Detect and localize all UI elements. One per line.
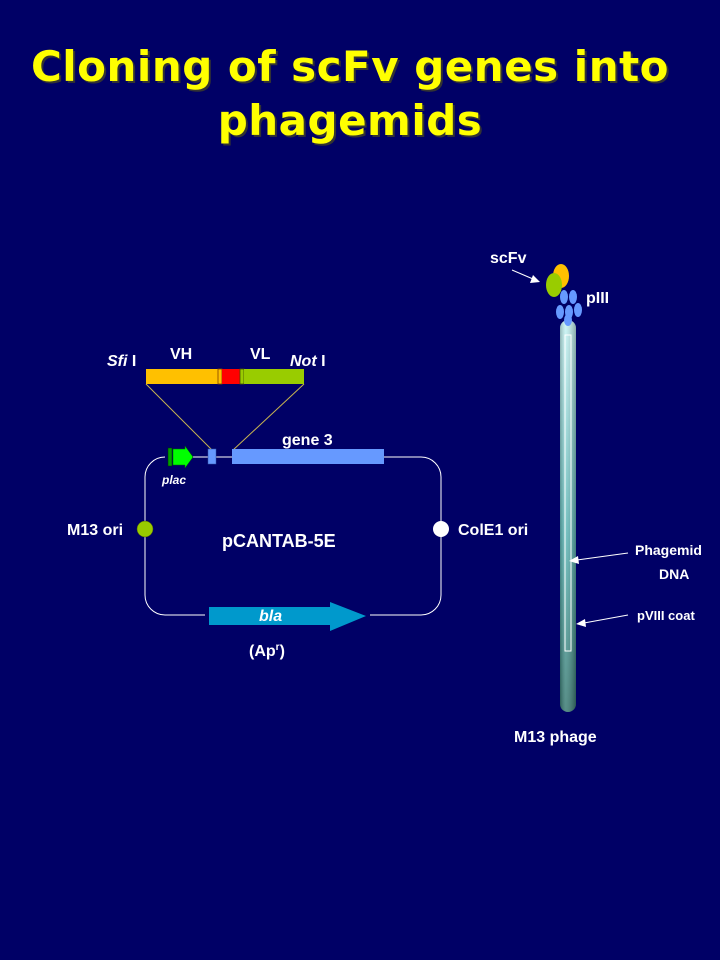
sfi-label: Sfi I [107, 353, 136, 370]
cole1-ori-marker [433, 521, 449, 537]
m13-ori-marker [136, 520, 154, 538]
cole1-ori-label: ColE1 ori [458, 522, 528, 539]
phagemid-label: Phagemid [635, 542, 702, 558]
bla-gene-arrow [209, 602, 366, 631]
scfv-pointer-line [511, 269, 534, 280]
plac-bar [167, 447, 173, 467]
insert-guide-right [231, 383, 305, 452]
gene3-bar [232, 449, 384, 464]
plac-label: plac [161, 473, 186, 487]
vh-label: VH [170, 346, 192, 363]
linker-left-band [217, 368, 223, 385]
piii-protein-6 [564, 314, 572, 326]
m13-phage: scFv pIII Phagemid DNA pVIII coat M13 ph… [490, 250, 702, 746]
piii-protein-3 [556, 305, 564, 319]
phagemid-dna-strand [564, 334, 572, 652]
gene3-label: gene 3 [282, 432, 333, 449]
pviii-pointer-head [576, 619, 586, 627]
bla-label: bla [259, 608, 282, 625]
insert-guide-left [145, 383, 214, 452]
gene3-leader [207, 448, 217, 465]
vl-label: VL [250, 346, 271, 363]
plasmid-map: gene 3 plac M13 ori ColE1 ori pCANTAB-5E… [67, 432, 528, 660]
pviii-pointer-line [583, 614, 629, 624]
page-title: Cloning of scFv genes into phagemids [0, 40, 700, 148]
piii-protein-1 [560, 290, 568, 304]
not-label: Not I [290, 353, 326, 370]
piii-protein-2 [569, 290, 577, 304]
plasmid-name: pCANTAB-5E [222, 531, 336, 551]
piii-label: pIII [586, 290, 609, 307]
linker-right-band [239, 368, 245, 385]
apr-label: (Apr) [249, 642, 285, 660]
vl-segment [244, 369, 304, 384]
pviii-label: pVIII coat [637, 608, 695, 623]
scfv-insert: Sfi I VH VL Not I [107, 346, 326, 452]
piii-protein-5 [574, 303, 582, 317]
title-line-2: phagemids [217, 96, 483, 145]
scfv-pointer-head [530, 275, 540, 283]
phagemid-pointer-line [576, 552, 629, 561]
title-line-1: Cloning of scFv genes into [30, 42, 670, 91]
scfv-vl-domain [546, 273, 562, 297]
m13-ori-label: M13 ori [67, 522, 123, 539]
plac-promoter-arrow [172, 445, 194, 469]
scfv-label: scFv [490, 250, 527, 267]
phagemid-pointer-head [569, 556, 579, 564]
phagemid-dna-label: DNA [659, 566, 689, 582]
linker-segment [222, 369, 240, 384]
vh-segment [146, 369, 218, 384]
m13-phage-label: M13 phage [514, 729, 597, 746]
